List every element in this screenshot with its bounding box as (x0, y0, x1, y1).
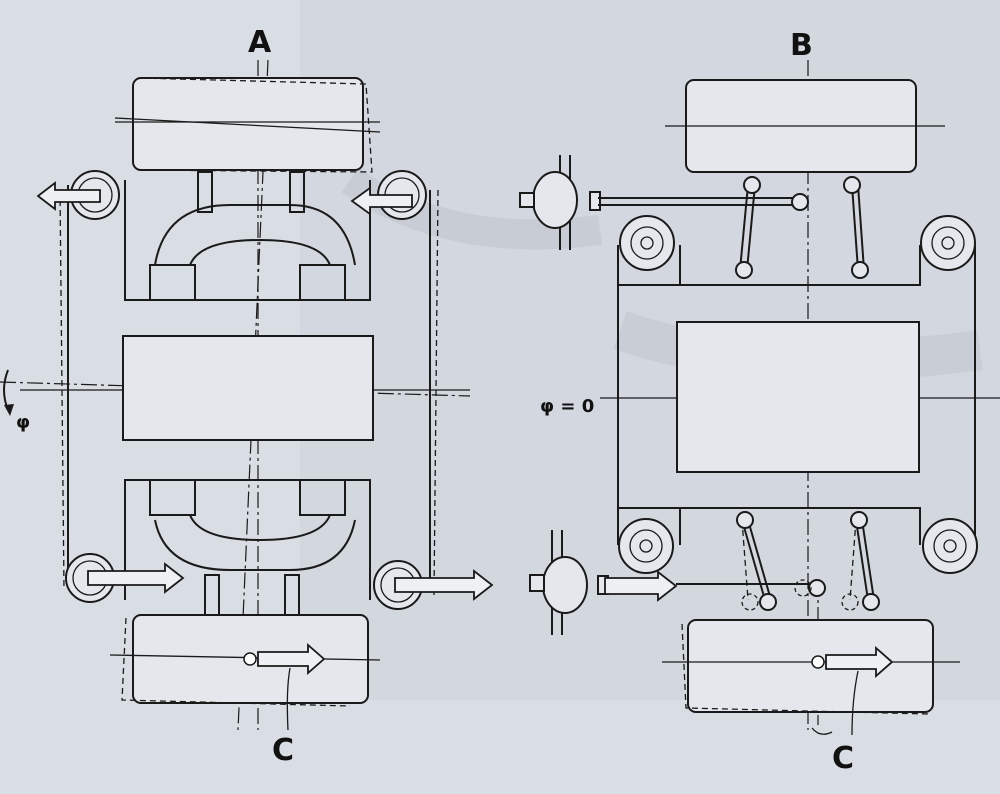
a-upper-axle-rotated (114, 117, 381, 133)
a-upper-bridge (154, 204, 356, 266)
a-center-body (122, 335, 374, 441)
a-lower-left-arrow (87, 562, 185, 594)
b-lower-left-sprocket (618, 518, 674, 574)
b-lower-right-sprocket (922, 518, 978, 574)
a-lower-right-arrow (394, 569, 494, 601)
a-lower-bridge (154, 519, 356, 571)
b-lower-hub-point (811, 655, 825, 669)
a-lower-right-mount (284, 574, 300, 616)
a-force-arrow-c (257, 643, 326, 675)
b-upper-right-sprocket (920, 215, 976, 271)
b-upper-left-sprocket (619, 215, 675, 271)
diagram-b (519, 60, 1000, 736)
b-force-arrow-c (825, 646, 894, 678)
b-lower-tire-dashed (681, 623, 931, 715)
a-lower-left-block (149, 479, 196, 516)
b-upper-linkage (735, 176, 869, 279)
b-upper-hub (519, 155, 601, 250)
a-lower-hub-point (243, 652, 257, 666)
a-upper-left-mount (197, 171, 213, 213)
b-scribble-mark (811, 727, 833, 735)
b-lower-housing (617, 507, 921, 545)
b-lower-tire (687, 619, 934, 713)
a-upper-left-arrow (36, 181, 101, 211)
a-upper-inner-arch (189, 238, 331, 266)
a-left-track-dashed (59, 189, 65, 591)
a-lower-right-block (299, 479, 346, 516)
a-upper-tire (132, 77, 364, 171)
b-lower-tie-joint (808, 579, 826, 597)
a-rotated-horizontal-axis (0, 381, 471, 397)
label-b: B (790, 28, 813, 63)
a-upper-right-arrow (350, 186, 413, 216)
b-center-body (676, 321, 920, 473)
a-upper-right-block (299, 264, 346, 301)
b-lower-linkage (736, 511, 880, 611)
label-phi-right: φ = 0 (540, 396, 594, 417)
b-lower-hub (529, 530, 609, 635)
a-lower-left-mount (204, 574, 220, 616)
a-c-leader (286, 667, 291, 731)
a-upper-right-mount (289, 171, 305, 213)
b-lower-hub-arrow (604, 570, 678, 602)
label-c-right: C (832, 741, 854, 776)
a-right-track-dashed (433, 189, 439, 596)
b-lower-tie-joint-dashed (794, 579, 812, 597)
a-rotation-arrowhead (4, 404, 14, 416)
a-lower-inner-arch (189, 514, 331, 542)
a-rotation-arc (3, 369, 9, 411)
b-c-leader (851, 670, 859, 736)
label-c-left: C (272, 733, 294, 768)
diagram-a (0, 59, 494, 731)
a-lower-tire-dashed (121, 617, 351, 707)
b-upper-housing (617, 245, 921, 286)
label-a: A (248, 25, 272, 60)
a-upper-housing (124, 180, 371, 301)
b-upper-tie-joint (791, 193, 809, 211)
a-upper-tire-dashed (139, 77, 373, 173)
a-lower-housing (124, 479, 371, 600)
label-phi-left: φ (16, 412, 30, 433)
a-upper-left-block (149, 264, 196, 301)
